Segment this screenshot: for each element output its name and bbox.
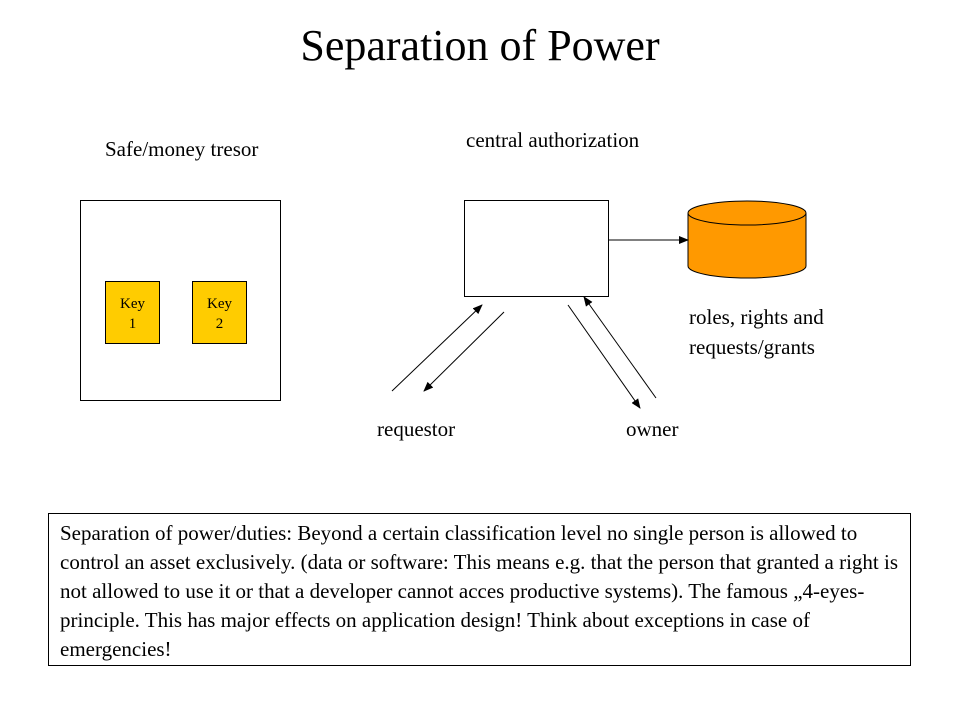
authorization-label: central authorization (466, 128, 640, 152)
slide-title: Separation of Power (300, 21, 660, 70)
safe-box: Key 1 Key 2 (80, 200, 281, 401)
owner-label: owner (626, 417, 679, 441)
key-2-box: Key 2 (192, 281, 247, 344)
key-1-label: Key (120, 296, 145, 312)
arrow-authorization-to-requestor (423, 311, 505, 392)
database-label-line-2: requests/grants (689, 335, 815, 359)
database-cylinder-icon (687, 200, 807, 279)
key-1-box: Key 1 (105, 281, 160, 344)
arrow-requestor-to-authorization (391, 304, 483, 392)
requestor-label: requestor (377, 417, 456, 441)
arrow-authorization-to-owner (567, 304, 641, 409)
note-box: Separation of power/duties: Beyond a cer… (48, 513, 911, 666)
key-1-number: 1 (128, 316, 137, 332)
key-2-label: Key (207, 296, 232, 312)
authorization-box (464, 200, 609, 297)
key-2-number: 2 (215, 316, 224, 332)
database-label-line-1: roles, rights and (689, 305, 824, 329)
safe-label: Safe/money tresor (105, 137, 259, 161)
note-text: Separation of power/duties: Beyond a cer… (60, 521, 899, 661)
arrow-owner-to-authorization (583, 296, 657, 399)
